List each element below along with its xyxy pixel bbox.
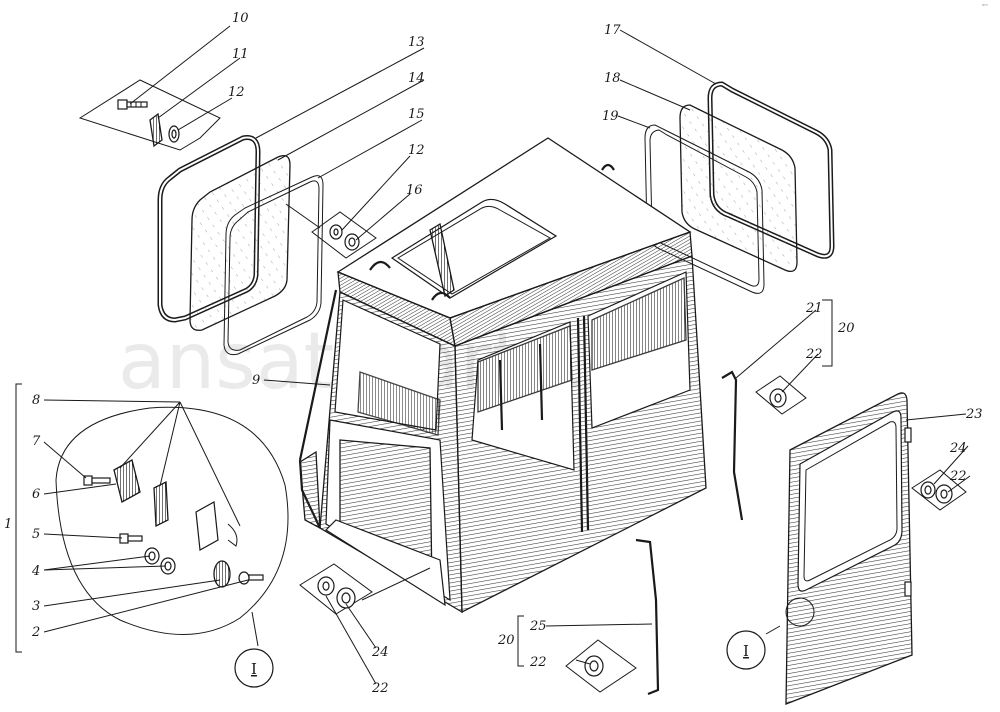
callout-5: 5: [32, 527, 40, 542]
lift-eye-rear: [601, 163, 615, 171]
right-window-frame: [644, 124, 765, 294]
callout-22b: 22: [949, 469, 967, 484]
callout-24b: 24: [371, 645, 389, 660]
bracket-assembly-20-bottom: [517, 615, 524, 667]
callout-12b: 12: [408, 143, 425, 158]
washer-icon: [935, 484, 953, 504]
fastener-plate-10-12: [78, 79, 221, 151]
latch-icon: [149, 112, 163, 148]
detail-i-view: I: [55, 406, 289, 688]
washer-icon: [168, 125, 180, 143]
fastener-plate-21-22: [755, 375, 807, 415]
cab-door: [785, 392, 913, 705]
bolt-icon: [119, 533, 143, 544]
lift-eye-right: [431, 291, 451, 301]
callout-9: 9: [252, 373, 260, 388]
fastener-plate-12-16: [285, 203, 377, 259]
detail-marker-left: [234, 648, 274, 688]
right-window-group: [644, 81, 835, 294]
right-window-glass: [679, 104, 798, 273]
detail-marker-right-text: I: [743, 642, 749, 660]
callout-6: 6: [32, 487, 40, 502]
left-window-frame: [223, 175, 324, 356]
leader-lines: [43, 25, 971, 685]
callout-13: 13: [408, 35, 425, 50]
callout-18: 18: [604, 71, 621, 86]
detail-marker-right: [726, 630, 766, 670]
washer-icon: [344, 233, 360, 251]
callout-14: 14: [408, 71, 425, 86]
callout-19: 19: [602, 109, 619, 124]
callout-3: 3: [32, 599, 40, 614]
callout-15: 15: [408, 107, 425, 122]
nut-icon: [584, 655, 604, 677]
callout-labels: 1 2 3 4 5 6 7 8 9 10 11 12 12 13 14 15 1…: [4, 11, 983, 696]
bolt-icon: [83, 475, 111, 486]
nut-icon: [329, 224, 343, 240]
bracket-assembly-20-top: [822, 299, 833, 367]
corner-mark: ᵃᵐ: [982, 3, 988, 10]
roof-hatch-opening: [390, 198, 558, 299]
door-seal-tube-25: [635, 538, 660, 696]
callout-22c: 22: [371, 681, 389, 696]
bracket-assembly-1: [15, 383, 22, 653]
callout-21: 21: [805, 301, 823, 316]
nut-icon: [317, 576, 335, 596]
bolt-icon: [117, 99, 148, 110]
door-seal-tube-21: [721, 370, 744, 521]
hinge-icon: [904, 427, 912, 443]
callout-20a: 20: [837, 321, 855, 336]
washer-icon: [144, 547, 176, 575]
door-window: [797, 410, 903, 592]
hinge-icon: [195, 501, 219, 551]
latch-icon: [113, 459, 141, 503]
left-window-group: [157, 135, 324, 356]
callout-2: 2: [31, 625, 40, 640]
left-window-glass: [189, 154, 291, 331]
nut-icon: [769, 388, 787, 408]
callout-12a: 12: [228, 85, 245, 100]
detail-marker-left-text: I: [251, 660, 257, 678]
callout-10: 10: [232, 11, 249, 26]
fastener-plate-24-22-right: [911, 469, 967, 511]
washer-icon: [336, 587, 356, 609]
lift-eye-left: [369, 260, 391, 271]
callout-8: 8: [32, 393, 40, 408]
callout-23: 23: [965, 407, 983, 422]
fastener-plate-22-24: [299, 563, 431, 615]
callout-17: 17: [604, 23, 621, 38]
callout-11: 11: [232, 47, 249, 62]
bolt-icon: [238, 571, 264, 585]
nut-icon: [920, 481, 936, 499]
callout-20b: 20: [497, 633, 515, 648]
callout-16: 16: [406, 183, 423, 198]
callout-22a: 22: [805, 347, 823, 362]
cab-body: [298, 137, 707, 614]
callout-25: 25: [529, 619, 547, 634]
callout-4: 4: [31, 564, 40, 579]
callout-1: 1: [4, 517, 12, 532]
callout-7: 7: [32, 434, 41, 449]
callout-24a: 24: [949, 441, 967, 456]
callout-22d: 22: [529, 655, 547, 670]
fastener-plate-22-bottom: [565, 639, 637, 693]
